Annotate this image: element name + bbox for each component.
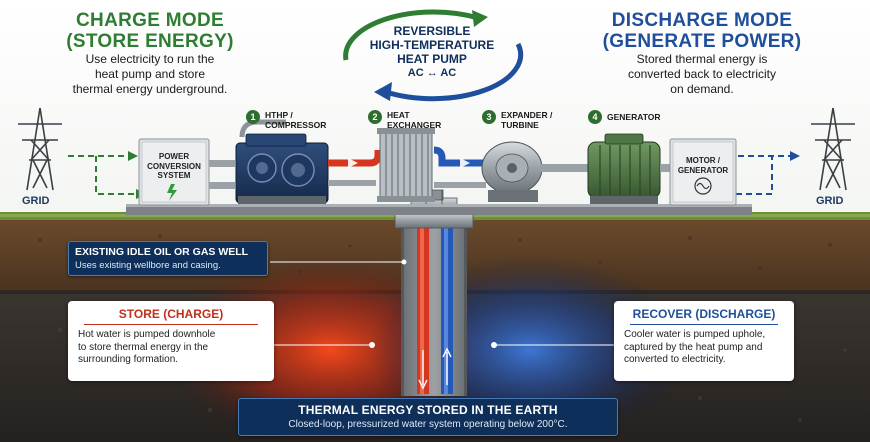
charge-title-line2: (STORE ENERGY) xyxy=(66,31,234,52)
panel-label-line: POWER xyxy=(158,152,190,161)
cycle-line: HEAT PUMP xyxy=(397,52,467,66)
banner-subtitle: Closed-loop, pressurized water system op… xyxy=(288,419,568,430)
step-label-line: HTHP / xyxy=(265,110,293,120)
panel-label-line: GENERATOR xyxy=(677,165,729,175)
step-4-label: 4 GENERATOR xyxy=(588,110,661,124)
thermal-storage-banner: THERMAL ENERGY STORED IN THE EARTH Close… xyxy=(238,398,618,436)
existing-well-title: EXISTING IDLE OIL OR GAS WELL xyxy=(75,246,249,258)
step-label-line: TURBINE xyxy=(501,120,539,130)
step-number-badge: 3 xyxy=(482,110,496,124)
step-number-badge: 2 xyxy=(368,110,382,124)
recover-text-line: converted to electricity. xyxy=(624,354,726,365)
store-charge-callout: STORE (CHARGE) Hot water is pumped downh… xyxy=(68,301,274,381)
step-label-line: EXCHANGER xyxy=(387,120,442,130)
cycle-line: AC ↔ AC xyxy=(407,67,457,79)
charge-desc-line: thermal energy underground. xyxy=(72,82,228,96)
charge-description: Use electricity to run the heat pump and… xyxy=(50,52,250,97)
discharge-description: Stored thermal energy is converted back … xyxy=(597,52,807,97)
step-label-line: GENERATOR xyxy=(607,112,661,122)
existing-well-callout: EXISTING IDLE OIL OR GAS WELL Uses exist… xyxy=(68,241,268,276)
charge-desc-line: heat pump and store xyxy=(94,67,206,81)
discharge-title-line2: (GENERATE POWER) xyxy=(602,31,802,52)
existing-well-subtitle: Uses existing wellbore and casing. xyxy=(75,260,221,271)
panel-label-line: CONVERSION xyxy=(147,161,201,171)
store-text-line: Hot water is pumped downhole xyxy=(78,329,216,340)
step-label-line: HEAT xyxy=(387,110,410,120)
heat-pump-cycle-label: REVERSIBLE HIGH-TEMPERATURE HEAT PUMP AC… xyxy=(352,24,512,80)
store-divider xyxy=(84,324,258,325)
grid-label-left: GRID xyxy=(22,195,50,207)
store-title: STORE (CHARGE) xyxy=(118,307,224,321)
store-text-line: surrounding formation. xyxy=(78,354,179,365)
grid-label-right: GRID xyxy=(816,195,844,207)
banner-title: THERMAL ENERGY STORED IN THE EARTH xyxy=(298,403,558,417)
panel-label-line: MOTOR / xyxy=(685,156,721,165)
recover-discharge-callout: RECOVER (DISCHARGE) Cooler water is pump… xyxy=(614,301,794,381)
discharge-title-line1: DISCHARGE MODE xyxy=(611,10,793,31)
grid-tower-left xyxy=(18,107,62,191)
charge-mode-title: CHARGE MODE (STORE ENERGY) xyxy=(50,10,250,52)
step-number-badge: 4 xyxy=(588,110,602,124)
step-number-badge: 1 xyxy=(246,110,260,124)
recover-text: Cooler water is pumped uphole, captured … xyxy=(624,329,784,367)
step-1-label: 1 HTHP / COMPRESSOR xyxy=(246,110,326,130)
charge-desc-line: Use electricity to run the xyxy=(85,52,215,66)
step-3-label: 3 EXPANDER / TURBINE xyxy=(482,110,552,130)
discharge-desc-line: Stored thermal energy is xyxy=(636,52,768,66)
cycle-line: REVERSIBLE xyxy=(393,24,471,38)
cycle-line: HIGH-TEMPERATURE xyxy=(369,38,495,52)
step-label-line: EXPANDER / xyxy=(501,110,553,120)
panel-label-line: SYSTEM xyxy=(157,171,191,180)
recover-text-line: captured by the heat pump and xyxy=(624,341,763,353)
motor-generator-label: MOTOR / GENERATOR xyxy=(673,156,733,175)
power-conversion-label: POWER CONVERSION SYSTEM xyxy=(142,152,206,181)
store-text-line: to store thermal energy in the xyxy=(78,341,209,353)
step-label-line: COMPRESSOR xyxy=(265,120,327,130)
store-text: Hot water is pumped downhole to store th… xyxy=(78,329,264,367)
recover-title: RECOVER (DISCHARGE) xyxy=(632,307,776,321)
grid-tower-right xyxy=(811,107,855,191)
charge-title-line1: CHARGE MODE xyxy=(76,10,224,31)
discharge-desc-line: converted back to electricity xyxy=(627,67,777,81)
discharge-desc-line: on demand. xyxy=(670,82,734,96)
recover-text-line: Cooler water is pumped uphole, xyxy=(624,329,766,340)
discharge-mode-title: DISCHARGE MODE (GENERATE POWER) xyxy=(597,10,807,52)
step-2-label: 2 HEAT EXCHANGER xyxy=(368,110,441,130)
recover-divider xyxy=(630,324,778,325)
